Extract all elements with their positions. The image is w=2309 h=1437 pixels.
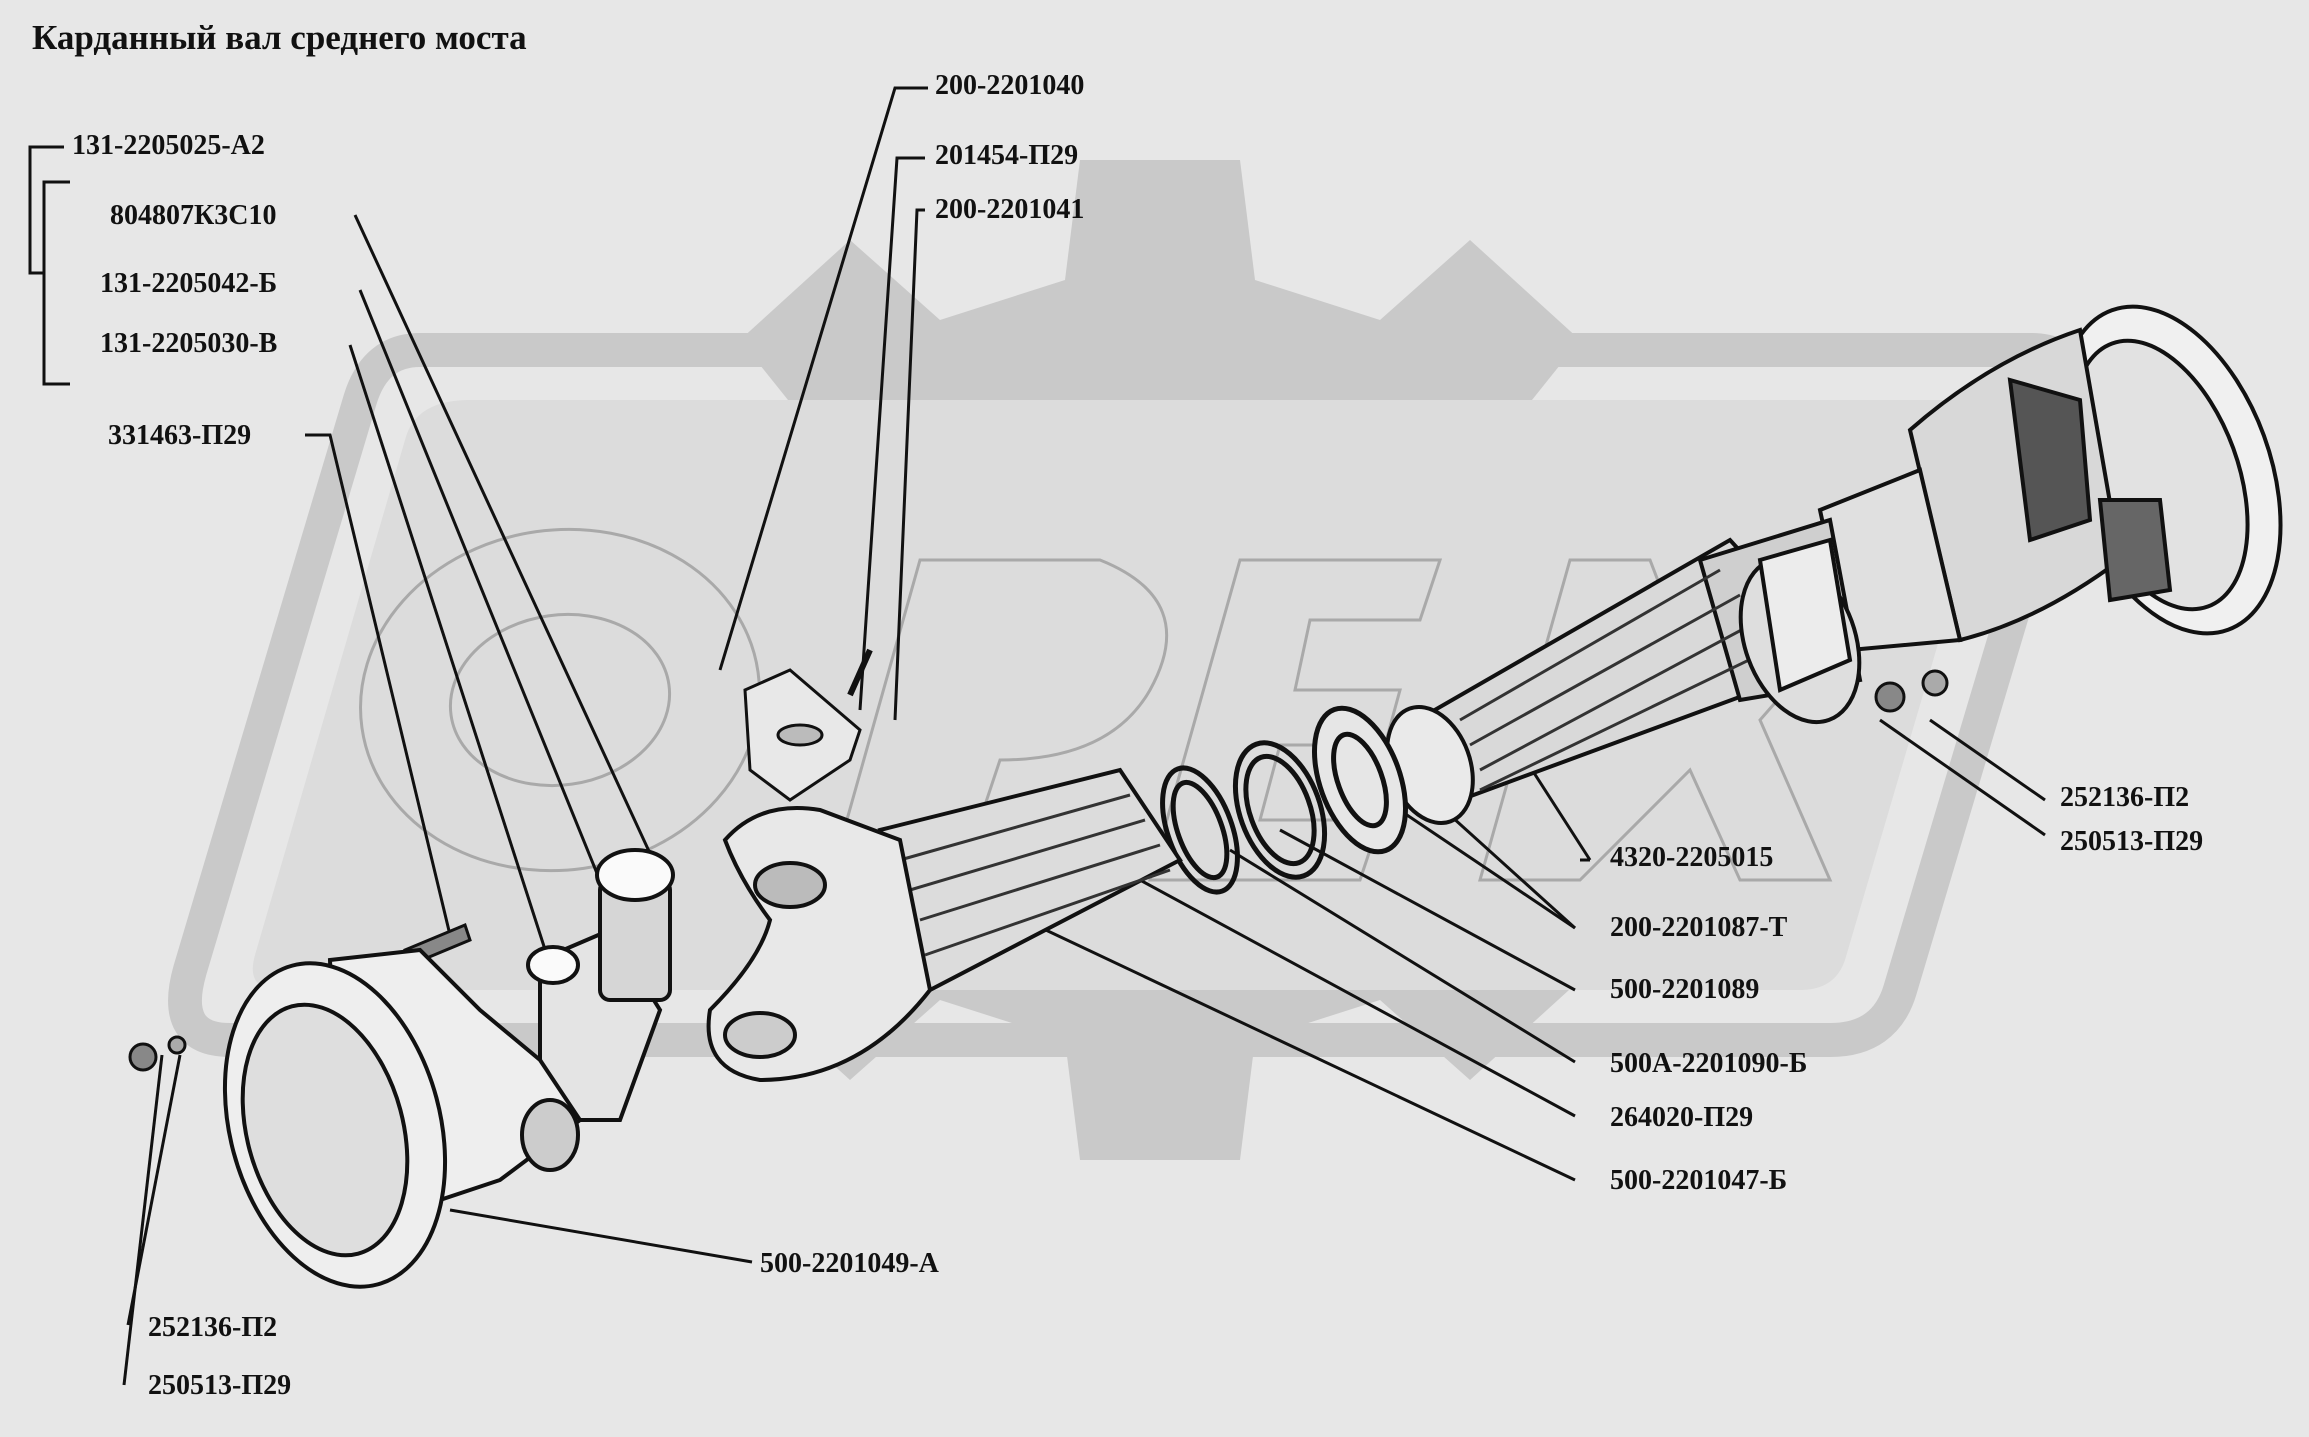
label-4320-2205015: 4320-2205015: [1610, 842, 1774, 873]
label-131-2205025-A2: 131-2205025-А2: [72, 130, 265, 161]
label-500A-2201090-B: 500А-2201090-Б: [1610, 1048, 1808, 1079]
label-250513-P29-left: 250513-П29: [148, 1370, 292, 1401]
label-264020-P29: 264020-П29: [1610, 1102, 1754, 1133]
label-252136-P2-left: 252136-П2: [148, 1312, 278, 1343]
label-200-2201040: 200-2201040: [935, 70, 1085, 101]
label-131-2205042-B: 131-2205042-Б: [100, 268, 278, 299]
label-200-2201041: 200-2201041: [935, 194, 1085, 225]
left-flange-yoke: [222, 947, 583, 1289]
label-331463-P29: 331463-П29: [108, 420, 252, 451]
sleeve-yoke: [706, 767, 1183, 1083]
label-200-2201087-T: 200-2201087-Т: [1610, 912, 1788, 943]
label-250513-P29-right: 250513-П29: [2060, 826, 2204, 857]
label-131-2205030-V: 131-2205030-В: [100, 328, 278, 359]
seal-rings: [1160, 705, 1409, 895]
leader-lines: [28, 86, 2046, 1386]
label-201454-P29: 201454-П29: [935, 140, 1079, 171]
cardan-cross: [526, 848, 675, 1122]
center-flanged-sleeve: [1738, 537, 1862, 725]
label-500-2201047-B: 500-2201047-Б: [1610, 1165, 1788, 1196]
label-500-2201089: 500-2201089: [1610, 974, 1760, 1005]
label-252136-P2-right: 252136-П2: [2060, 782, 2190, 813]
label-804807K3C10: 804807К3С10: [110, 200, 277, 231]
right-flange-yoke: [1817, 304, 2283, 653]
label-500-2201049-A: 500-2201049-А: [760, 1248, 939, 1279]
page-title: Карданный вал среднего моста: [32, 18, 527, 57]
